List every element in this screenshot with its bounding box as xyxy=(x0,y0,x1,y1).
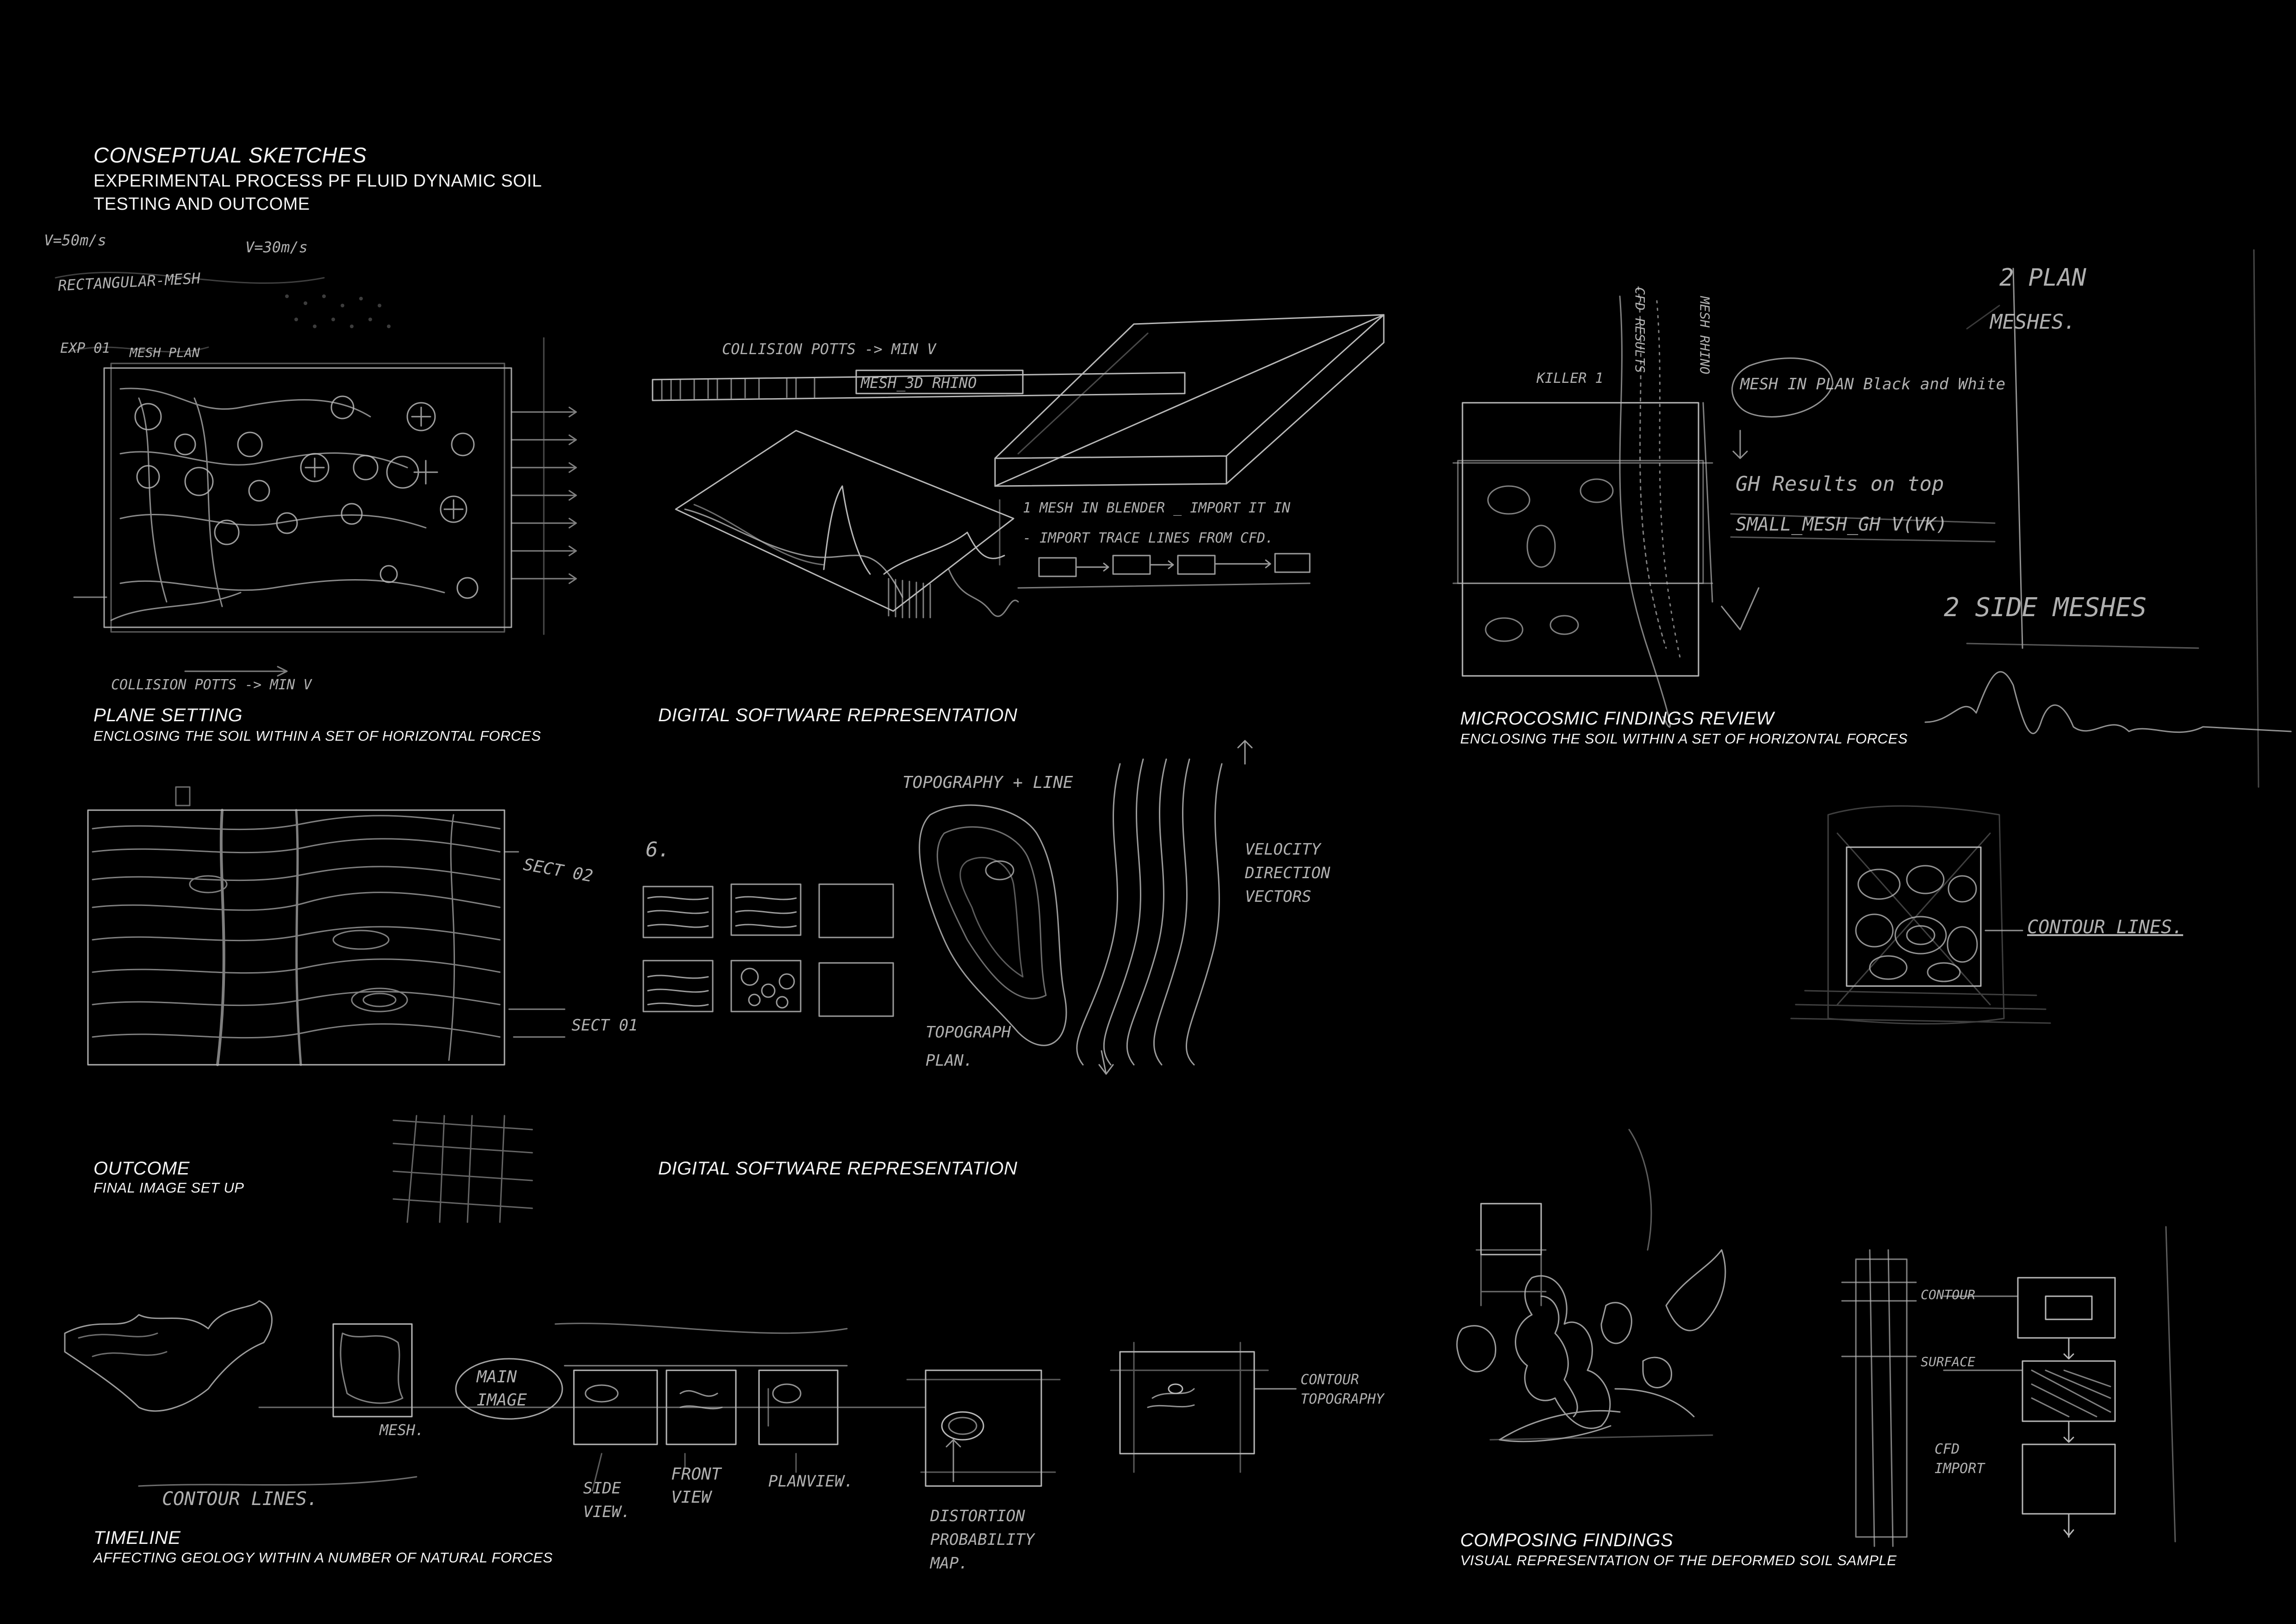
note-small-mesh: SMALL_MESH_GH V(VK) xyxy=(1736,514,1948,535)
caption-composing-title: COMPOSING FINDINGS xyxy=(1460,1530,1674,1550)
note-mesh-plan: MESH PLAN xyxy=(130,345,200,360)
note-velocity-2: V=30m/s xyxy=(245,238,308,256)
caption-digital-software-top: DIGITAL SOFTWARE REPRESENTATION xyxy=(658,705,1018,725)
note-sect-01: SECT 01 xyxy=(572,1016,638,1035)
note-exp: EXP 01 xyxy=(60,340,111,356)
outcome-sketch xyxy=(88,787,565,1222)
note-cfd-import: CFD IMPORT xyxy=(1935,1441,1985,1477)
note-velocity-vectors: VELOCITY DIRECTION VECTORS xyxy=(1245,840,1331,906)
note-surface: SURFACE xyxy=(1921,1354,1976,1369)
note-six: 6. xyxy=(646,838,670,862)
note-meshes: MESHES. xyxy=(1990,310,2076,334)
note-side-view: SIDE VIEW. xyxy=(583,1479,631,1521)
note-two-side-meshes: 2 SIDE MESHES xyxy=(1944,593,2147,623)
note-distortion: DISTORTION PROBABILITY MAP. xyxy=(930,1507,1035,1573)
note-blender: 1 MESH IN BLENDER _ IMPORT IT IN xyxy=(1023,500,1290,516)
timeline-sketch xyxy=(65,1301,1296,1491)
digital-software-sketch-top xyxy=(653,315,1384,618)
note-contour-lines-bottom: CONTOUR LINES. xyxy=(162,1488,318,1510)
caption-outcome-title: OUTCOME xyxy=(93,1158,190,1179)
composing-findings-sketch xyxy=(1457,1130,2175,1546)
note-cfd-results: CFD RESULTS xyxy=(1632,287,1648,373)
caption-timeline-title: TIMELINE xyxy=(93,1528,181,1548)
note-front-view: FRONT VIEW xyxy=(671,1465,722,1507)
note-collision-top: COLLISION POTTS -> MIN V xyxy=(722,340,936,358)
note-contour-topograph: CONTOUR TOPOGRAPHY xyxy=(1300,1372,1384,1407)
note-collision-bottom: COLLISION POTTS -> MIN V xyxy=(111,677,312,693)
caption-microcosmic-subtitle: ENCLOSING THE SOIL WITHIN A SET OF HORIZ… xyxy=(1460,731,1908,747)
note-mesh: MESH. xyxy=(380,1421,424,1439)
note-contour-lines-right: CONTOUR LINES. xyxy=(2027,917,2184,938)
microcosmic-sketch xyxy=(1453,250,2291,1024)
note-contour: CONTOUR xyxy=(1921,1287,1976,1302)
page-title: CONSEPTUAL SKETCHES xyxy=(93,143,367,167)
caption-timeline-subtitle: AFFECTING GEOLOGY WITHIN A NUMBER OF NAT… xyxy=(93,1549,553,1566)
caption-plane-setting-title: PLANE SETTING xyxy=(93,705,243,725)
note-two-plan: 2 PLAN xyxy=(1999,264,2086,292)
caption-digital-software-bottom: DIGITAL SOFTWARE REPRESENTATION xyxy=(658,1158,1018,1179)
note-mesh-in-plan: MESH IN PLAN Black and White xyxy=(1740,375,2006,394)
note-killer: KILLER 1 xyxy=(1537,370,1604,387)
note-gh-results: GH Results on top xyxy=(1736,472,1944,496)
caption-plane-setting-subtitle: ENCLOSING THE SOIL WITHIN A SET OF HORIZ… xyxy=(93,728,541,744)
note-mesh-rhino: MESH RHINO xyxy=(1697,296,1712,375)
plane-setting-sketch xyxy=(56,272,576,676)
note-main-image: MAIN IMAGE xyxy=(477,1368,527,1410)
note-mesh-3d: MESH_3D RHINO xyxy=(861,374,977,392)
note-velocity-1: V=50m/s xyxy=(44,231,106,249)
caption-microcosmic-title: MICROCOSMIC FINDINGS REVIEW xyxy=(1460,708,1774,729)
page-subtitle-line-1: EXPERIMENTAL PROCESS PF FLUID DYNAMIC SO… xyxy=(93,171,542,191)
note-trace-lines: - IMPORT TRACE LINES FROM CFD. xyxy=(1023,530,1274,546)
page-subtitle-line-2: TESTING AND OUTCOME xyxy=(93,194,310,214)
caption-outcome-subtitle: FINAL IMAGE SET UP xyxy=(93,1180,244,1196)
digital-software-sketch-bottom xyxy=(643,741,1252,1074)
caption-composing-subtitle: VISUAL REPRESENTATION OF THE DEFORMED SO… xyxy=(1460,1552,1897,1568)
note-plan-view: PLANVIEW. xyxy=(768,1472,854,1491)
note-topograph-plan: TOPOGRAPH PLAN. xyxy=(926,1023,1011,1070)
note-topography-line: TOPOGRAPHY + LINE xyxy=(902,773,1073,792)
